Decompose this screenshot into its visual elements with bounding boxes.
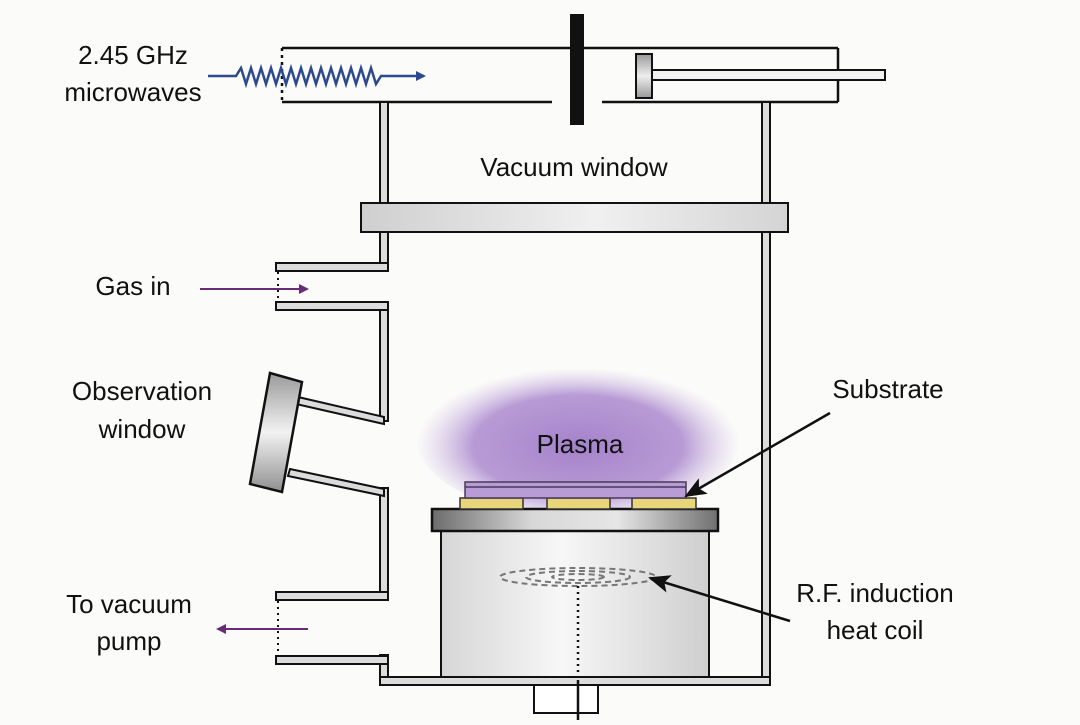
- label-gas-in: Gas in: [95, 271, 170, 301]
- vacuum-pump-port: [275, 591, 389, 665]
- label-observation-1: Observation: [72, 376, 212, 406]
- label-rf-1: R.F. induction: [796, 578, 954, 608]
- substrate-pads: [459, 497, 697, 510]
- label-pump-1: To vacuum: [66, 589, 192, 619]
- observation-window[interactable]: [248, 371, 304, 494]
- label-pump-2: pump: [96, 626, 161, 656]
- plasma-cloud: [416, 360, 740, 516]
- vacuum-window-plate: [360, 202, 789, 233]
- label-rf-2: heat coil: [827, 615, 924, 645]
- rf-coil-pointer: [648, 575, 791, 623]
- label-substrate: Substrate: [832, 374, 943, 404]
- gas-inlet-port: [275, 262, 389, 311]
- heater-cylinder: [440, 529, 710, 678]
- microwave-arrow: [208, 63, 426, 89]
- label-microwaves-2: microwaves: [64, 77, 201, 107]
- chamber-wall-right: [761, 101, 771, 686]
- observation-port: [286, 395, 385, 498]
- waveguide: [280, 46, 840, 104]
- label-microwaves-1: 2.45 GHz: [78, 40, 188, 70]
- tuning-plunger[interactable]: [635, 53, 886, 99]
- substrate-stage: [430, 507, 720, 533]
- feedthrough-base: [533, 684, 599, 714]
- substrate-pointer: [684, 411, 831, 498]
- substrate-wafer: [464, 481, 687, 499]
- label-plasma: Plasma: [537, 429, 624, 459]
- tuning-iris: [570, 14, 584, 125]
- label-vacuum-window: Vacuum window: [480, 152, 668, 182]
- label-observation-2: window: [98, 414, 186, 444]
- chamber-floor: [379, 676, 771, 686]
